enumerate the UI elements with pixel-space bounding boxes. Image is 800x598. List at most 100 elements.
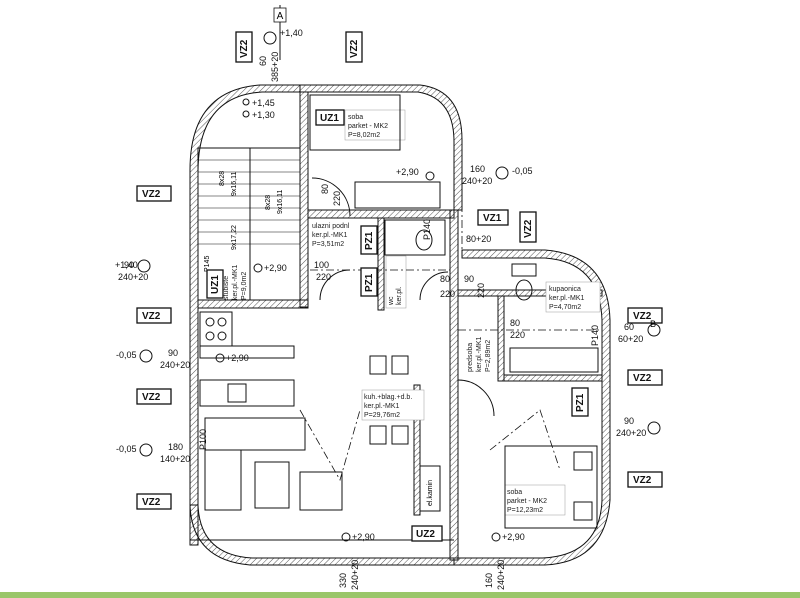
svg-text:+1,40: +1,40 bbox=[115, 260, 138, 270]
svg-text:+2,90: +2,90 bbox=[502, 532, 525, 542]
svg-text:240+20: 240+20 bbox=[496, 560, 506, 590]
stair-dim-3: 8x28 bbox=[265, 195, 272, 210]
tag-vz2-left-2: VZ2 bbox=[136, 307, 172, 324]
room-area: P=9,0m2 bbox=[241, 272, 248, 300]
svg-text:60+20: 60+20 bbox=[618, 334, 643, 344]
stair-dim-4: 9x16,11 bbox=[277, 190, 284, 214]
furniture: el.kamin bbox=[199, 94, 599, 529]
room-name: ulazni podnl bbox=[312, 223, 350, 230]
elevation-markers: +1,40 +1,45 +1,30 +2,90 -0,05 +1,40 +2,9… bbox=[115, 28, 533, 542]
elev-bottom-a: +2,90 bbox=[341, 532, 375, 542]
tag-pz1-right: PZ1 bbox=[571, 387, 589, 417]
stair-dim-1: 8x28 bbox=[219, 171, 226, 186]
room-name: wc bbox=[388, 296, 395, 306]
tag-pz1-entry-2: PZ1 bbox=[360, 267, 378, 297]
svg-text:VZ2: VZ2 bbox=[633, 311, 652, 322]
tag-vz2-right-3: VZ2 bbox=[627, 471, 663, 488]
svg-text:+2,90: +2,90 bbox=[264, 263, 287, 273]
svg-text:90: 90 bbox=[124, 260, 134, 270]
svg-text:240+20: 240+20 bbox=[350, 560, 360, 590]
elev-stair-a: +1,45 bbox=[242, 98, 275, 108]
section-line-a: A bbox=[273, 5, 287, 60]
svg-text:240+20: 240+20 bbox=[462, 176, 492, 186]
svg-text:-0,05: -0,05 bbox=[512, 166, 533, 176]
stair-dim-2: 9x16,11 bbox=[231, 172, 238, 196]
svg-text:-0,05: -0,05 bbox=[116, 350, 137, 360]
doors bbox=[311, 177, 495, 417]
svg-text:220: 220 bbox=[316, 272, 331, 282]
tag-vz2-right-2: VZ2 bbox=[627, 369, 663, 386]
elev-left-low2: -0,05 bbox=[116, 443, 153, 457]
svg-text:240+20: 240+20 bbox=[616, 428, 646, 438]
elev-top: +1,40 bbox=[263, 28, 303, 45]
stair-dim-6: P145 bbox=[204, 256, 211, 272]
section-marker-a: A bbox=[277, 11, 284, 22]
fireplace-label: el.kamin bbox=[427, 480, 434, 506]
room-name: soba bbox=[348, 114, 363, 121]
room-name: stubište bbox=[223, 276, 230, 300]
tag-vz2-top-left: VZ2 bbox=[235, 31, 253, 63]
elev-left-low: -0,05 bbox=[116, 349, 153, 363]
dimension-labels: 60 385+20 160 240+20 80 220 90 240+20 10… bbox=[118, 52, 646, 590]
svg-text:220: 220 bbox=[510, 330, 525, 340]
svg-text:UZ2: UZ2 bbox=[416, 529, 435, 540]
svg-text:240+20: 240+20 bbox=[160, 360, 190, 370]
svg-text:140+20: 140+20 bbox=[160, 454, 190, 464]
svg-text:VZ2: VZ2 bbox=[142, 392, 161, 403]
svg-text:220: 220 bbox=[332, 191, 342, 206]
svg-text:160: 160 bbox=[484, 573, 494, 588]
svg-text:+2,90: +2,90 bbox=[352, 532, 375, 542]
bottom-bar bbox=[0, 592, 800, 598]
room-label-bath: kupaonica ker.pl.-MK1 P=4,70m2 bbox=[545, 281, 601, 313]
room-area: P=3,51m2 bbox=[312, 241, 344, 248]
room-label-hall: predsoba ker.pl.-MK1 P=2,89m2 bbox=[467, 336, 492, 372]
svg-text:60: 60 bbox=[258, 56, 268, 66]
tag-pz1-entry: PZ1 bbox=[360, 225, 378, 255]
svg-text:90: 90 bbox=[168, 348, 178, 358]
svg-text:VZ2: VZ2 bbox=[142, 497, 161, 508]
room-name: predsoba bbox=[467, 343, 474, 372]
room-floor: ker.pl.-MK1 bbox=[232, 264, 239, 300]
tag-uz1-top: UZ1 bbox=[315, 109, 345, 126]
elev-kitchen: +2,90 bbox=[215, 353, 249, 363]
elev-entry: +2,90 bbox=[253, 263, 287, 273]
tag-uz2: UZ2 bbox=[411, 525, 443, 542]
svg-text:80: 80 bbox=[440, 274, 450, 284]
room-label-entry: ulazni podnl ker.pl.-MK1 P=3,51m2 bbox=[312, 223, 350, 248]
tag-vz2-left-1: VZ2 bbox=[136, 185, 172, 202]
elev-left: +1,40 bbox=[115, 259, 151, 273]
room-floor: parket - MK2 bbox=[507, 498, 547, 505]
svg-text:VZ2: VZ2 bbox=[142, 189, 161, 200]
svg-text:+1,45: +1,45 bbox=[252, 98, 275, 108]
tag-vz2-left-3: VZ2 bbox=[136, 388, 172, 405]
svg-text:80+20: 80+20 bbox=[466, 234, 491, 244]
room-floor: ker.pl.-MK1 bbox=[476, 336, 483, 372]
section-line-b: B bbox=[647, 319, 661, 435]
svg-text:160: 160 bbox=[470, 164, 485, 174]
section-marker-b: B bbox=[650, 319, 656, 329]
staircase: 8x28 9x16,11 8x28 9x16,11 9x17,22 P145 bbox=[197, 147, 301, 301]
room-name: soba bbox=[507, 489, 522, 496]
tag-vz2-right-1: VZ2 bbox=[627, 307, 663, 324]
svg-text:+1,40: +1,40 bbox=[280, 28, 303, 38]
room-floor: parket - MK2 bbox=[348, 123, 388, 130]
svg-text:P140: P140 bbox=[590, 325, 600, 346]
elev-stair-b: +1,30 bbox=[242, 110, 275, 120]
dashed-lines bbox=[299, 140, 600, 482]
tag-vz2-top-right: VZ2 bbox=[345, 31, 363, 63]
room-label-living: kuh.+blag.+d.b. ker.pl.-MK1 P=29,76m2 bbox=[361, 389, 425, 421]
room-label-wc: wc ker.pl. bbox=[385, 255, 407, 309]
svg-text:VZ1: VZ1 bbox=[483, 213, 502, 224]
wall-tags: VZ2 VZ2 UZ1 VZ2 PZ1 PZ1 VZ1 VZ2 UZ1 VZ2 … bbox=[136, 31, 663, 542]
svg-text:PZ1: PZ1 bbox=[575, 393, 586, 412]
svg-text:80: 80 bbox=[510, 318, 520, 328]
svg-text:VZ2: VZ2 bbox=[523, 219, 534, 238]
svg-text:UZ1: UZ1 bbox=[320, 113, 339, 124]
room-floor: ker.pl.-MK1 bbox=[364, 403, 400, 410]
elev-right-top: -0,05 bbox=[495, 166, 533, 180]
svg-text:90: 90 bbox=[464, 274, 474, 284]
room-label-bedroom-bottom: soba parket - MK2 P=12,23m2 bbox=[504, 484, 566, 516]
room-label-stair: stubište ker.pl.-MK1 P=9,0m2 bbox=[223, 264, 248, 300]
svg-text:UZ1: UZ1 bbox=[210, 275, 221, 294]
